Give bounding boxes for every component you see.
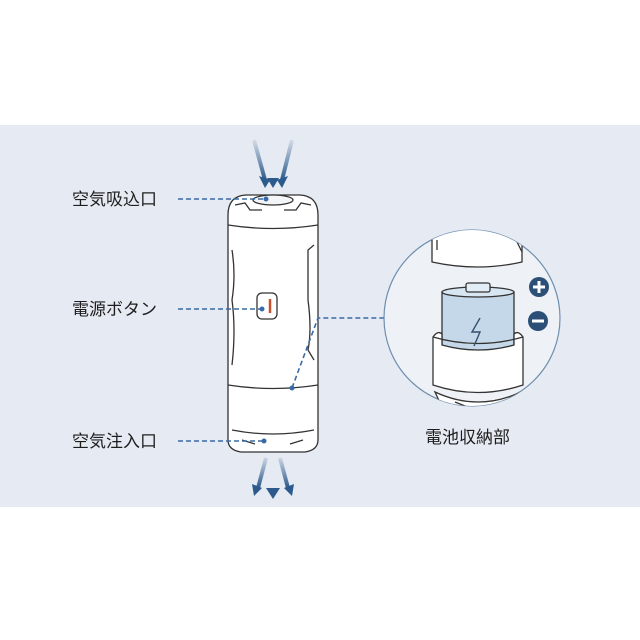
outlet-arrows-icon <box>256 457 290 492</box>
leader-lines <box>178 198 385 442</box>
leader-dots <box>259 196 295 444</box>
label-power-button: 電源ボタン <box>72 300 157 320</box>
label-battery-compartment: 電池収納部 <box>425 428 510 448</box>
arrow-down-icon <box>252 484 294 499</box>
label-air-intake: 空気吸込口 <box>72 190 157 210</box>
intake-arrows-icon <box>252 137 294 182</box>
arrow-down-icon <box>259 176 288 188</box>
device-illustration <box>227 194 319 453</box>
lightning-icon <box>470 317 482 347</box>
label-air-outlet: 空気注入口 <box>72 432 157 452</box>
battery-compartment-illustration <box>431 230 524 406</box>
plus-icon <box>529 277 549 297</box>
minus-icon <box>528 311 548 331</box>
